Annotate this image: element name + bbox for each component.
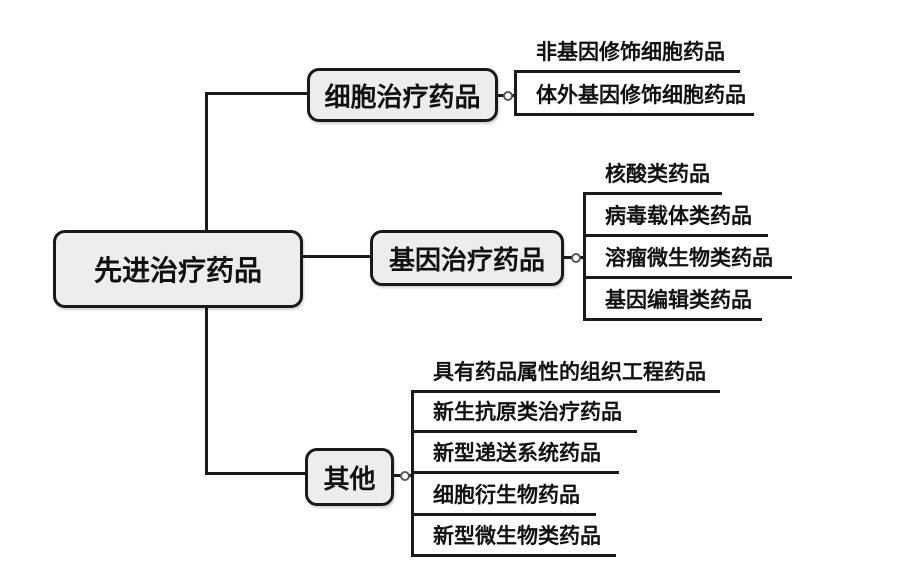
node-gene-therapy: 基因治疗药品 (370, 230, 564, 286)
leaf-label: 病毒载体类药品 (605, 205, 752, 228)
leaf-label: 基因编辑类药品 (605, 289, 752, 312)
leaf-non-gene-modified-cell: 非基因修饰细胞药品 (514, 33, 740, 73)
leaf-label: 具有药品属性的组织工程药品 (433, 361, 706, 384)
node-cell-therapy: 细胞治疗药品 (307, 68, 498, 122)
leaf-label: 核酸类药品 (605, 163, 710, 186)
node-gene-therapy-label: 基因治疗药品 (388, 244, 545, 275)
junction-circle-other (400, 471, 410, 481)
node-cell-therapy-label: 细胞治疗药品 (324, 81, 481, 112)
node-other: 其他 (305, 448, 394, 506)
leaf-gene-editing: 基因编辑类药品 (583, 279, 762, 321)
connector-root-down-vertical (205, 305, 208, 475)
leaf-label: 细胞衍生物药品 (433, 484, 580, 507)
leaf-label: 非基因修饰细胞药品 (536, 41, 725, 64)
leaf-tissue-engineering: 具有药品属性的组织工程药品 (411, 352, 720, 393)
spine-cell-therapy-children (514, 73, 517, 116)
leaf-novel-microbe: 新型微生物类药品 (411, 516, 616, 557)
leaf-nucleic-acid: 核酸类药品 (583, 152, 722, 195)
leaf-label: 新型微生物类药品 (433, 525, 601, 548)
leaf-ex-vivo-gene-modified-cell: 体外基因修饰细胞药品 (514, 73, 754, 116)
spine-other-children (411, 393, 414, 557)
leaf-cell-derivative: 细胞衍生物药品 (411, 474, 596, 516)
leaf-label: 新型递送系统药品 (433, 442, 601, 465)
connector-root-to-other (205, 472, 307, 475)
leaf-neoantigen-therapy: 新生抗原类治疗药品 (411, 393, 637, 433)
junction-circle-cell-therapy (503, 91, 513, 101)
leaf-oncolytic-microbe: 溶瘤微生物类药品 (583, 237, 792, 279)
node-other-label: 其他 (323, 463, 376, 494)
spine-gene-therapy-children (583, 194, 586, 321)
connector-root-up-vertical (205, 92, 208, 232)
leaf-viral-vector: 病毒载体类药品 (583, 195, 768, 237)
leaf-label: 溶瘤微生物类药品 (605, 247, 773, 270)
connector-root-to-gene-therapy (301, 255, 372, 258)
node-root-label: 先进治疗药品 (93, 255, 262, 286)
leaf-novel-delivery-system: 新型递送系统药品 (411, 433, 619, 474)
leaf-label: 体外基因修饰细胞药品 (536, 84, 746, 107)
junction-circle-gene-therapy (571, 253, 581, 263)
leaf-label: 新生抗原类治疗药品 (433, 401, 622, 424)
node-root: 先进治疗药品 (53, 230, 303, 308)
connector-root-to-cell-therapy (205, 92, 309, 95)
